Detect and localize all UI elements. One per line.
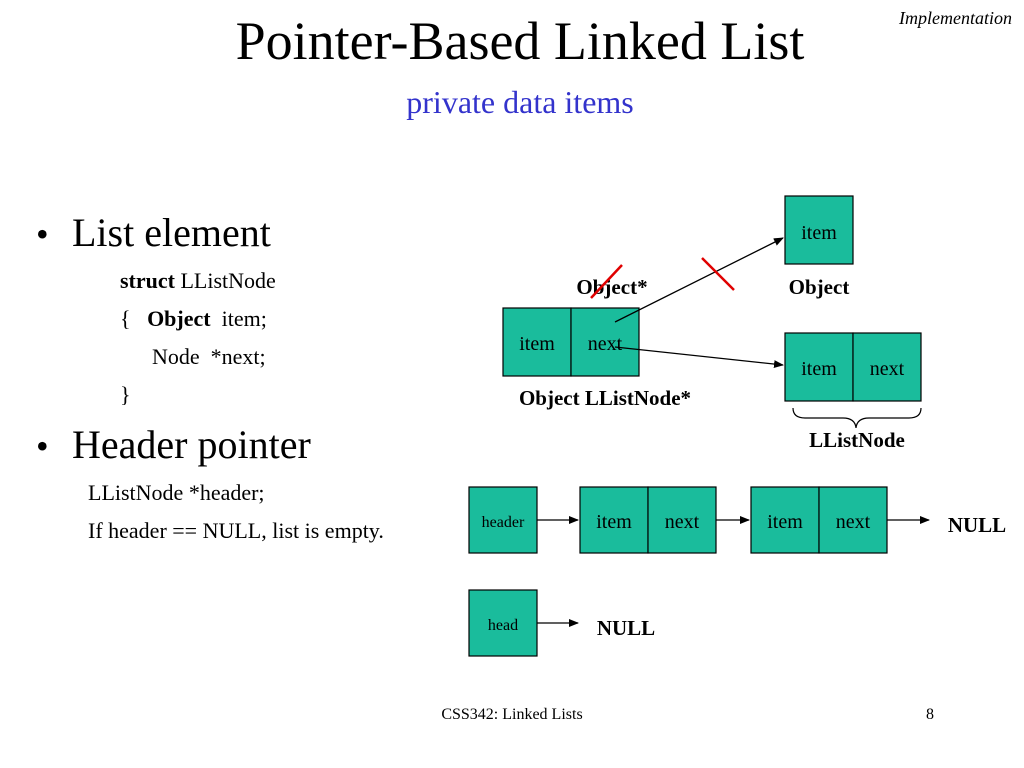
chain-node2-next-cell: [818, 486, 888, 554]
strike-mark: [701, 257, 735, 291]
code-struct-name: LListNode: [180, 268, 276, 293]
code-line-3: Node *next;: [152, 344, 266, 369]
node-item-label: item: [519, 333, 555, 355]
llistnode-next-cell: [852, 332, 922, 402]
bullet-header-pointer: • Header pointer: [0, 422, 311, 469]
strike-mark: [590, 264, 623, 299]
slide-subtitle: private data items: [406, 84, 634, 120]
bullet-text: List element: [72, 210, 271, 255]
chain-node2-item-cell: [750, 486, 820, 554]
chain-node1-item-label: item: [596, 511, 632, 533]
slide-title: Pointer-Based Linked List: [235, 11, 805, 71]
pointer-arrow-to-node: [614, 346, 784, 369]
bullet-dot: •: [36, 214, 49, 254]
footer-text: CSS342: Linked Lists: [441, 706, 583, 723]
chain-node1-next-cell: [647, 486, 717, 554]
bullet-list-element: • List element: [0, 210, 271, 257]
code-line-4: }: [120, 382, 131, 407]
chain-node1-next-label: next: [665, 511, 700, 533]
object-label: Object: [789, 275, 850, 299]
llistnode-next-label: next: [870, 358, 905, 380]
corner-label: Implementation: [899, 8, 1012, 28]
chain-node2-item-label: item: [767, 511, 803, 533]
code-line-2: { Object item;: [120, 302, 267, 336]
llistnode-item-label: item: [801, 358, 837, 380]
object-box: [784, 195, 854, 265]
chain-node1-item-cell: [579, 486, 649, 554]
code-type: Object: [147, 306, 211, 331]
chain-node2-next-label: next: [836, 511, 871, 533]
header-empty-line: If header == NULL, list is empty.: [88, 518, 384, 543]
object-llistnode-pointer-label: Object LListNode*: [519, 386, 691, 410]
code-keyword: struct: [120, 268, 175, 293]
object-pointer-label: Object*: [576, 275, 647, 299]
curly-brace: [792, 407, 922, 429]
node-next-cell: [570, 307, 640, 377]
bullet-text: Header pointer: [72, 422, 311, 467]
code-brace-open: {: [120, 306, 131, 331]
null-label: NULL: [948, 513, 1006, 537]
bullet-dot: •: [36, 426, 49, 466]
code-line-1: struct LListNode: [120, 264, 276, 298]
header-decl-line: LListNode *header;: [88, 480, 265, 505]
code-field-item: item;: [221, 306, 267, 331]
null-label: NULL: [597, 616, 655, 640]
node-next-label: next: [588, 333, 623, 355]
page-number: 8: [926, 706, 934, 723]
head-box-label: head: [488, 617, 518, 634]
header-box-label: header: [482, 514, 525, 531]
object-item-cell-label: item: [801, 222, 837, 244]
llistnode-label: LListNode: [809, 428, 905, 452]
pointer-arrow-to-object: [614, 237, 784, 323]
